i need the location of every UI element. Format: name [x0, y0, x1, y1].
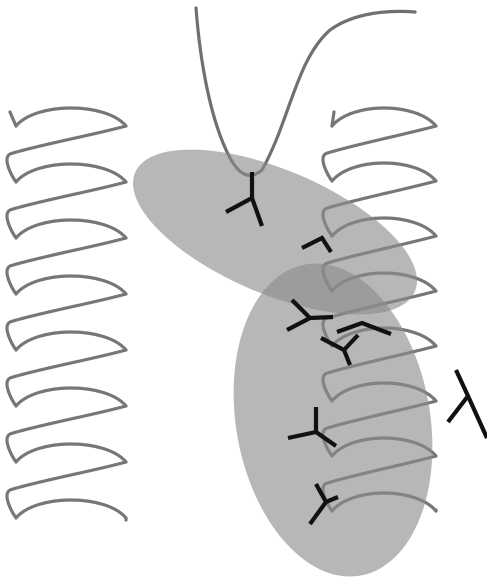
lower-shaded-region [210, 248, 456, 578]
shaded-regions [111, 116, 456, 578]
connecting-chain [196, 8, 415, 175]
left-helix [7, 108, 126, 520]
left-helix-strand [7, 108, 126, 518]
side-chain-glyph-6 [448, 370, 487, 438]
